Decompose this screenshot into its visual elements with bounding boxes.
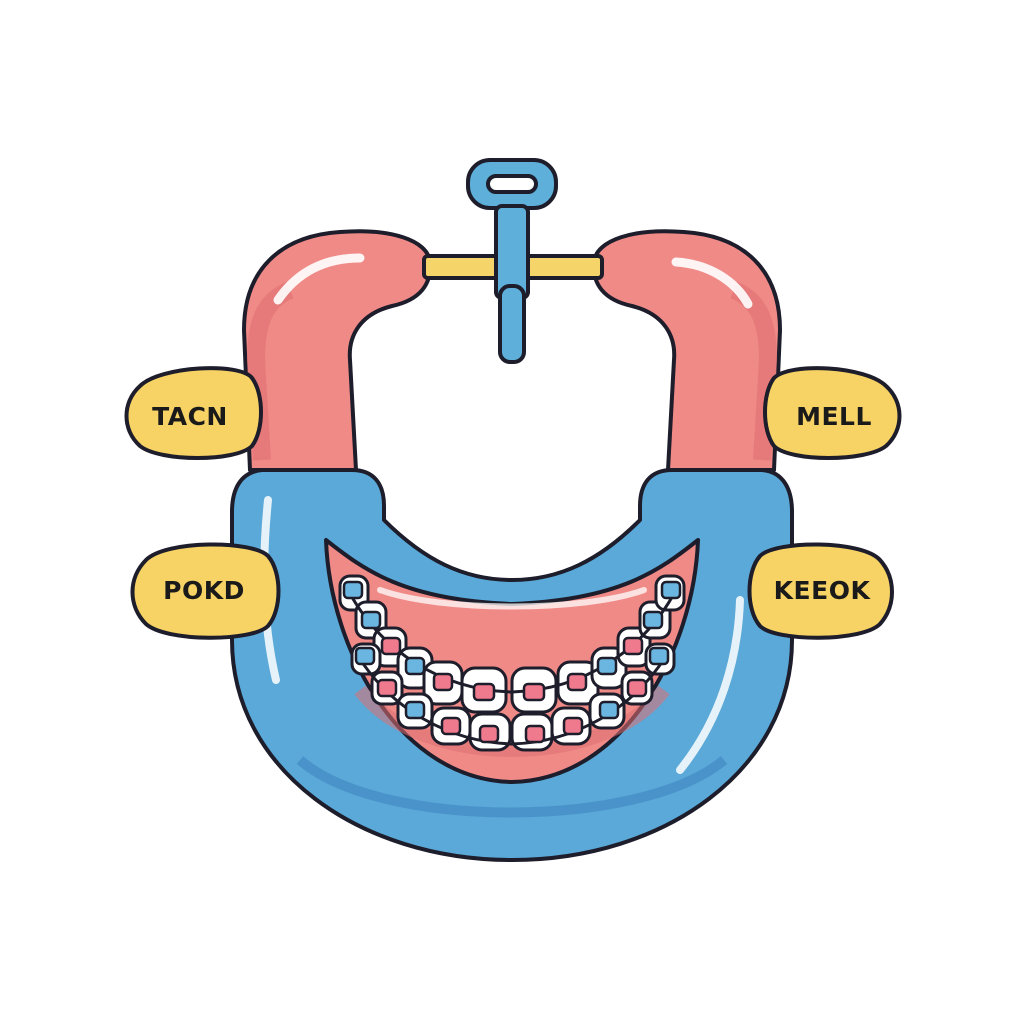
label-upper-right: MELL bbox=[796, 402, 872, 431]
label-upper-left: TACN bbox=[152, 402, 228, 431]
gum-icon bbox=[242, 229, 782, 472]
tag-upper-right: MELL bbox=[763, 366, 902, 460]
braces-icon bbox=[324, 538, 700, 784]
tag-lower-right: KEEOK bbox=[747, 542, 894, 640]
tag-lower-left: POKD bbox=[130, 542, 281, 640]
label-lower-left: POKD bbox=[163, 576, 245, 605]
tag-upper-left: TACN bbox=[124, 366, 263, 460]
label-lower-right: KEEOK bbox=[774, 576, 872, 605]
key-icon bbox=[466, 158, 558, 364]
